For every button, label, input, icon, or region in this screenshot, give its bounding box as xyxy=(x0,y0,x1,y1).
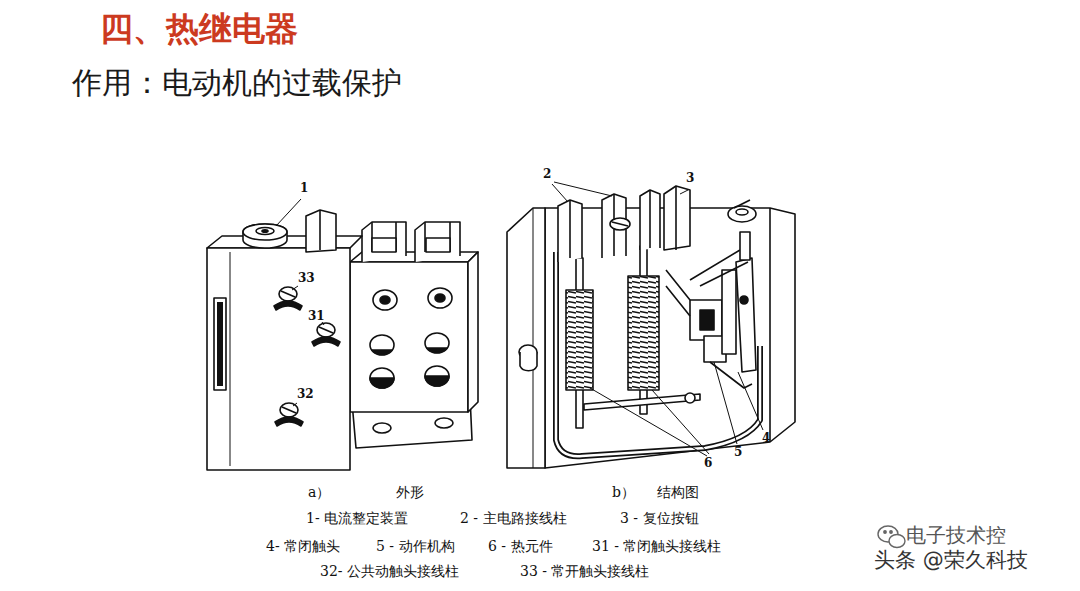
watermark: 电子技术控 xyxy=(906,524,1006,547)
part-key: 33 - 常开触头接线柱 xyxy=(520,563,649,579)
subtitle: 作用：电动机的过载保护 xyxy=(72,66,402,101)
sub-caption: 外形 xyxy=(396,484,424,500)
callout-number: 31 xyxy=(308,310,325,324)
watermark: 头条 @荣久科技 xyxy=(874,548,1028,572)
watermark-icon xyxy=(878,526,905,548)
structure-view xyxy=(507,186,795,468)
callout-number: 6 xyxy=(704,457,712,471)
callout-number: 32 xyxy=(297,388,314,402)
part-key: 32- 公共动触头接线柱 xyxy=(320,563,459,579)
callout-number: 2 xyxy=(543,168,551,182)
sub-caption: a） xyxy=(308,484,330,500)
part-key: 5 - 动作机构 xyxy=(376,538,455,554)
part-key: 31 - 常闭触头接线柱 xyxy=(592,538,721,554)
callout-number: 1 xyxy=(300,182,308,196)
part-key: 3 - 复位按钮 xyxy=(620,510,699,526)
callout-number: 4 xyxy=(762,432,770,446)
callout-number: 5 xyxy=(734,446,742,460)
part-key: 1- 电流整定装置 xyxy=(306,510,408,526)
page-title: 四、热继电器 xyxy=(100,10,298,48)
sub-caption: 结构图 xyxy=(657,484,699,500)
exterior-view xyxy=(207,210,478,470)
leader-lines xyxy=(276,182,763,456)
callout-number: 3 xyxy=(686,172,694,186)
part-key: 6 - 热元件 xyxy=(488,538,553,554)
part-key: 4- 常闭触头 xyxy=(266,538,340,554)
callout-number: 33 xyxy=(298,272,315,286)
sub-caption: b） xyxy=(612,484,635,500)
part-key: 2 - 主电路接线柱 xyxy=(460,510,567,526)
